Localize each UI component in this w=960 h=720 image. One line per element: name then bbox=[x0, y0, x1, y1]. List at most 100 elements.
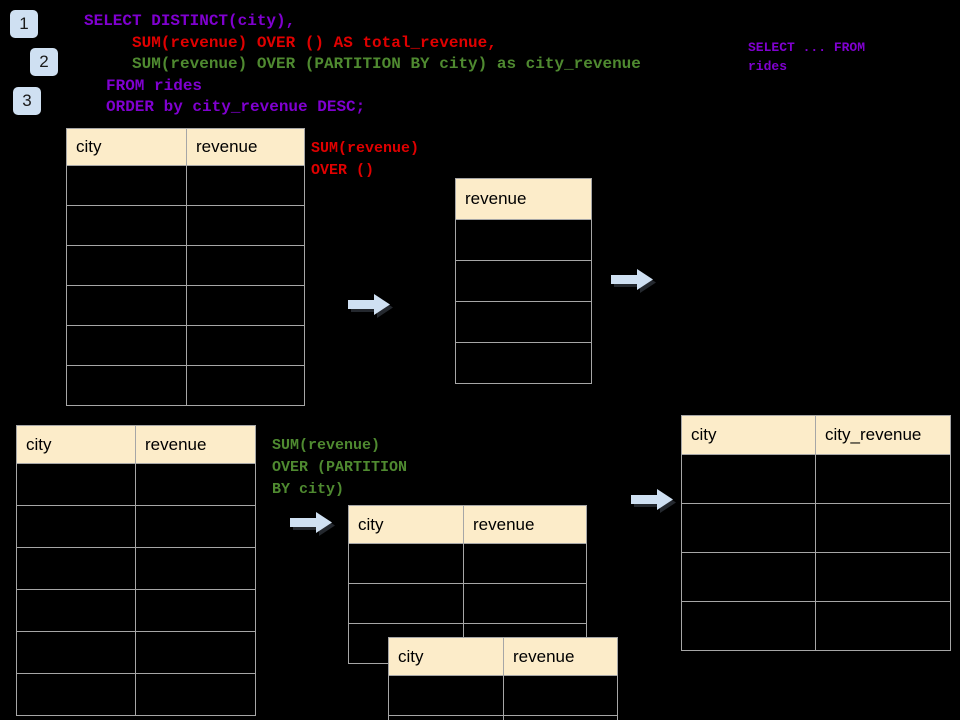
arrow-total-to-result bbox=[608, 265, 656, 299]
table-cell-empty bbox=[455, 301, 592, 343]
table-row bbox=[681, 503, 951, 553]
table-row bbox=[16, 631, 256, 674]
table-cell-empty bbox=[66, 285, 187, 326]
table-cell-empty bbox=[135, 673, 256, 716]
step-badge-2: 2 bbox=[30, 48, 58, 76]
table-row bbox=[681, 454, 951, 504]
table-row bbox=[16, 673, 256, 716]
table-row bbox=[66, 165, 305, 206]
table-cell-empty bbox=[186, 325, 305, 366]
table-cell-empty bbox=[681, 503, 816, 553]
column-header-revenue: revenue bbox=[455, 178, 592, 220]
table-cell-empty bbox=[681, 454, 816, 504]
table-cell-empty bbox=[16, 673, 136, 716]
column-header-city: city bbox=[66, 128, 187, 166]
column-header-city: city bbox=[16, 425, 136, 464]
column-header-city: city bbox=[388, 637, 504, 676]
sql-line-4: FROM rides bbox=[106, 76, 203, 95]
column-header-city_revenue: city_revenue bbox=[815, 415, 951, 455]
table-cell-empty bbox=[66, 325, 187, 366]
table-row bbox=[66, 205, 305, 246]
table-row bbox=[348, 583, 587, 624]
table-cell-empty bbox=[455, 260, 592, 302]
table-cell-empty bbox=[186, 285, 305, 326]
table-cell-empty bbox=[186, 205, 305, 246]
select-from-rides-note: SELECT ... FROM rides bbox=[748, 40, 866, 74]
table-cell-empty bbox=[815, 454, 951, 504]
arrow-partitions-to-result bbox=[628, 485, 676, 519]
table-cell-empty bbox=[348, 583, 464, 624]
table-cell-empty bbox=[135, 631, 256, 674]
arrow-source-to-partitions bbox=[287, 508, 335, 542]
table-cell-empty bbox=[66, 205, 187, 246]
arrow-source-to-total bbox=[345, 290, 393, 324]
table-row bbox=[455, 342, 592, 384]
sql-line-3: SUM(revenue) OVER (PARTITION BY city) as… bbox=[132, 55, 641, 73]
table-cell-empty bbox=[348, 543, 464, 584]
table-row bbox=[348, 543, 587, 584]
table-cell-empty bbox=[186, 245, 305, 286]
table-cell-empty bbox=[455, 219, 592, 261]
table-cell-empty bbox=[16, 505, 136, 548]
column-header-revenue: revenue bbox=[463, 505, 587, 544]
table-cell-empty bbox=[16, 631, 136, 674]
table-cell-empty bbox=[16, 589, 136, 632]
table-row bbox=[681, 552, 951, 602]
table-cell-empty bbox=[16, 547, 136, 590]
table-row bbox=[16, 463, 256, 506]
table-cell-empty bbox=[66, 245, 187, 286]
sql-line-1: SELECT DISTINCT(city), bbox=[84, 12, 296, 30]
table-cell-empty bbox=[16, 463, 136, 506]
table-cell-empty bbox=[66, 165, 187, 206]
table-cell-empty bbox=[455, 342, 592, 384]
table-row bbox=[66, 285, 305, 326]
table-cell-empty bbox=[135, 547, 256, 590]
table-row bbox=[66, 245, 305, 286]
sql-line-2: SUM(revenue) OVER () AS total_revenue, bbox=[132, 33, 497, 52]
table-row bbox=[16, 505, 256, 548]
table-cell-empty bbox=[135, 589, 256, 632]
table-header-row: revenue bbox=[455, 178, 592, 220]
table-cell-empty bbox=[815, 552, 951, 602]
table-cell-empty bbox=[135, 463, 256, 506]
table-row bbox=[388, 715, 618, 720]
table-row bbox=[66, 365, 305, 406]
table-row bbox=[388, 675, 618, 716]
table-row bbox=[681, 601, 951, 651]
total-revenue-table: revenue bbox=[455, 178, 592, 384]
table-cell-empty bbox=[388, 675, 504, 716]
table-cell-empty bbox=[186, 165, 305, 206]
table-row bbox=[16, 547, 256, 590]
table-cell-empty bbox=[503, 715, 618, 720]
table-row bbox=[66, 325, 305, 366]
table-cell-empty bbox=[463, 583, 587, 624]
sql-query-block: SELECT DISTINCT(city), SUM(revenue) OVER … bbox=[84, 12, 641, 120]
table-row bbox=[455, 219, 592, 261]
sum-over-empty-annotation: SUM(revenue) OVER () bbox=[311, 140, 420, 179]
step-badge-3: 3 bbox=[13, 87, 41, 115]
table-cell-empty bbox=[186, 365, 305, 406]
table-cell-empty bbox=[388, 715, 504, 720]
table-cell-empty bbox=[503, 675, 618, 716]
sum-over-partition-annotation: SUM(revenue) OVER (PARTITION BY city) bbox=[272, 437, 408, 498]
table-row bbox=[16, 589, 256, 632]
table-row bbox=[455, 301, 592, 343]
column-header-city: city bbox=[681, 415, 816, 455]
table-cell-empty bbox=[681, 601, 816, 651]
table-cell-empty bbox=[135, 505, 256, 548]
column-header-city: city bbox=[348, 505, 464, 544]
table-cell-empty bbox=[815, 601, 951, 651]
table-row bbox=[455, 260, 592, 302]
column-header-revenue: revenue bbox=[135, 425, 256, 464]
table-cell-empty bbox=[815, 503, 951, 553]
